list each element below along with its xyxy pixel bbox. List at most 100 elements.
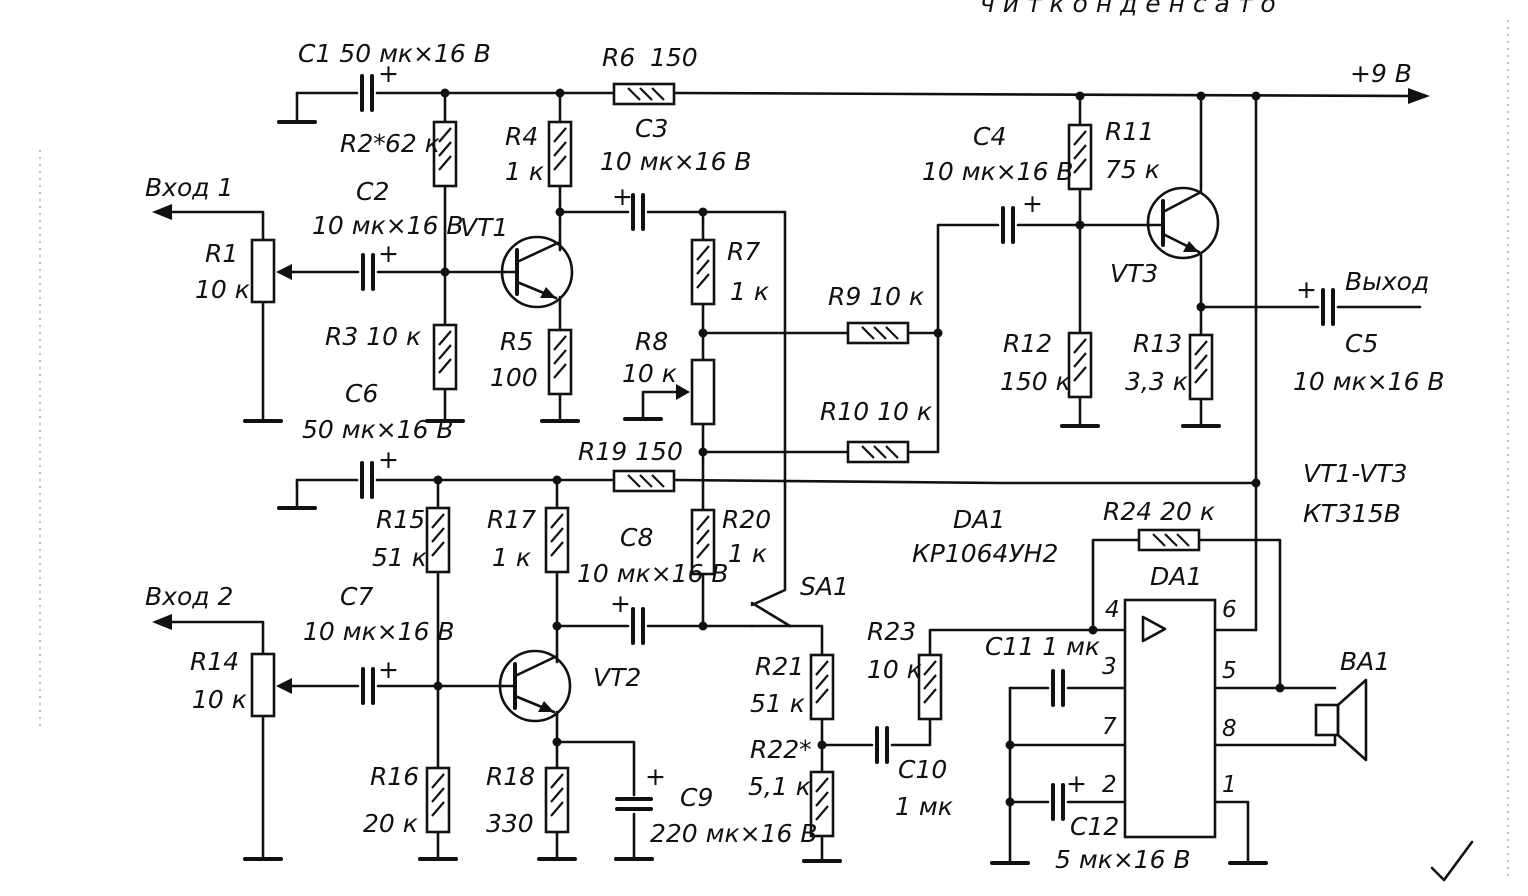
vt2-label: VT2 [593, 663, 641, 692]
r12-symbol [1067, 331, 1093, 399]
r17-symbol [544, 506, 570, 574]
junction-dots [433, 88, 1285, 807]
c8-plus: + [610, 589, 631, 618]
r11-ref: R11 [1105, 117, 1154, 146]
r18-symbol [544, 766, 570, 834]
r21-ref: R21 [755, 652, 804, 681]
c3-symbol [631, 193, 645, 231]
c1-symbol [360, 74, 374, 112]
da1-block-label: DA1 [1150, 562, 1202, 591]
transistors-note-1: VT1-VT3 [1303, 459, 1408, 488]
da1-pin-1: 1 [1222, 772, 1237, 798]
c4-symbol [1001, 206, 1015, 244]
da1-pin-7: 7 [1102, 714, 1117, 740]
c3-val: 10 мк×16 В [600, 147, 752, 176]
input1-label: Вход 1 [145, 173, 233, 202]
r22-val: 5,1 к [748, 772, 811, 801]
r6-ref: R6 [602, 43, 635, 72]
da1-ref: DA1 [953, 505, 1005, 534]
r19-label: R19 150 [578, 437, 683, 466]
r21-symbol [809, 653, 835, 721]
ba1-speaker-symbol [1314, 678, 1368, 762]
da1-pin-2: 2 [1102, 772, 1117, 798]
r17-ref: R17 [487, 505, 536, 534]
r7-symbol [690, 238, 716, 306]
c8-symbol [631, 607, 645, 645]
da1-type: КР1064УН2 [912, 539, 1058, 568]
r16-ref: R16 [370, 762, 419, 791]
r14-ref: R14 [190, 647, 239, 676]
r23-val: 10 к [867, 655, 922, 684]
c6-plus: + [378, 445, 399, 474]
c12-symbol [1051, 783, 1065, 821]
r9-symbol [846, 321, 910, 345]
c9-val: 220 мк×16 В [650, 819, 817, 848]
check-mark-icon [1430, 840, 1474, 882]
r5-val: 100 [490, 363, 538, 392]
r1-symbol [250, 238, 276, 304]
c2-plus: + [378, 239, 399, 268]
r15-val: 51 к [372, 543, 427, 572]
vt2-symbol [498, 649, 572, 723]
r4-symbol [547, 120, 573, 188]
c5-plus: + [1296, 275, 1317, 304]
c7-val: 10 мк×16 В [303, 617, 455, 646]
c12-val: 5 мк×16 В [1055, 845, 1191, 874]
c7-symbol [361, 667, 375, 705]
r17-val: 1 к [492, 543, 531, 572]
c7-plus: + [378, 655, 399, 684]
r19-symbol [612, 469, 676, 493]
r2-val: 62 к [385, 129, 440, 158]
da1-pin-5: 5 [1222, 658, 1237, 684]
c8-val: 10 мк×16 В [577, 559, 729, 588]
c4-ref: C4 [973, 122, 1006, 151]
r4-val: 1 к [505, 157, 544, 186]
c5-val: 10 мк×16 В [1293, 367, 1445, 396]
r2-ref: R2* [340, 129, 386, 158]
c9-ref: C9 [680, 783, 713, 812]
vt1-label: VT1 [460, 213, 508, 242]
c10-symbol [875, 726, 889, 764]
r24-symbol [1137, 528, 1201, 552]
c10-ref: C10 [898, 755, 947, 784]
r13-val: 3,3 к [1125, 367, 1188, 396]
c11-label: C11 1 мк [985, 632, 1100, 661]
c12-ref: C12 [1070, 812, 1119, 841]
vt1-symbol [500, 235, 574, 309]
r20-val: 1 к [728, 539, 767, 568]
r7-val: 1 к [730, 277, 769, 306]
c6-val: 50 мк×16 В [302, 415, 454, 444]
da1-pin-6: 6 [1222, 597, 1237, 623]
r10-symbol [846, 440, 910, 464]
da1-pin-8: 8 [1222, 716, 1237, 742]
c3-ref: C3 [635, 114, 668, 143]
c5-ref: C5 [1345, 329, 1378, 358]
transistors-note-2: КТ315В [1303, 499, 1401, 528]
r7-ref: R7 [727, 237, 760, 266]
c4-plus: + [1022, 189, 1043, 218]
r8-ref: R8 [635, 327, 668, 356]
r14-val: 10 к [192, 685, 247, 714]
r15-ref: R15 [376, 505, 425, 534]
c6-ref: C6 [345, 379, 378, 408]
r9-label: R9 10 к [828, 282, 924, 311]
r8-symbol [690, 358, 716, 426]
da1-pin-4: 4 [1105, 597, 1120, 623]
r12-val: 150 к [1000, 367, 1071, 396]
c11-symbol [1051, 669, 1065, 707]
c2-symbol [361, 253, 375, 291]
r11-val: 75 к [1105, 155, 1160, 184]
vt3-label: VT3 [1110, 259, 1158, 288]
r16-val: 20 к [363, 809, 418, 838]
r15-symbol [425, 506, 451, 574]
r10-label: R10 10 к [820, 397, 932, 426]
r23-ref: R23 [867, 617, 916, 646]
c8-ref: C8 [620, 523, 653, 552]
c10-val: 1 мк [895, 792, 953, 821]
c7-ref: C7 [340, 582, 373, 611]
r14-symbol [250, 652, 276, 718]
r8-val: 10 к [622, 359, 677, 388]
r3-symbol [432, 323, 458, 391]
output-label: Выход [1345, 267, 1429, 296]
